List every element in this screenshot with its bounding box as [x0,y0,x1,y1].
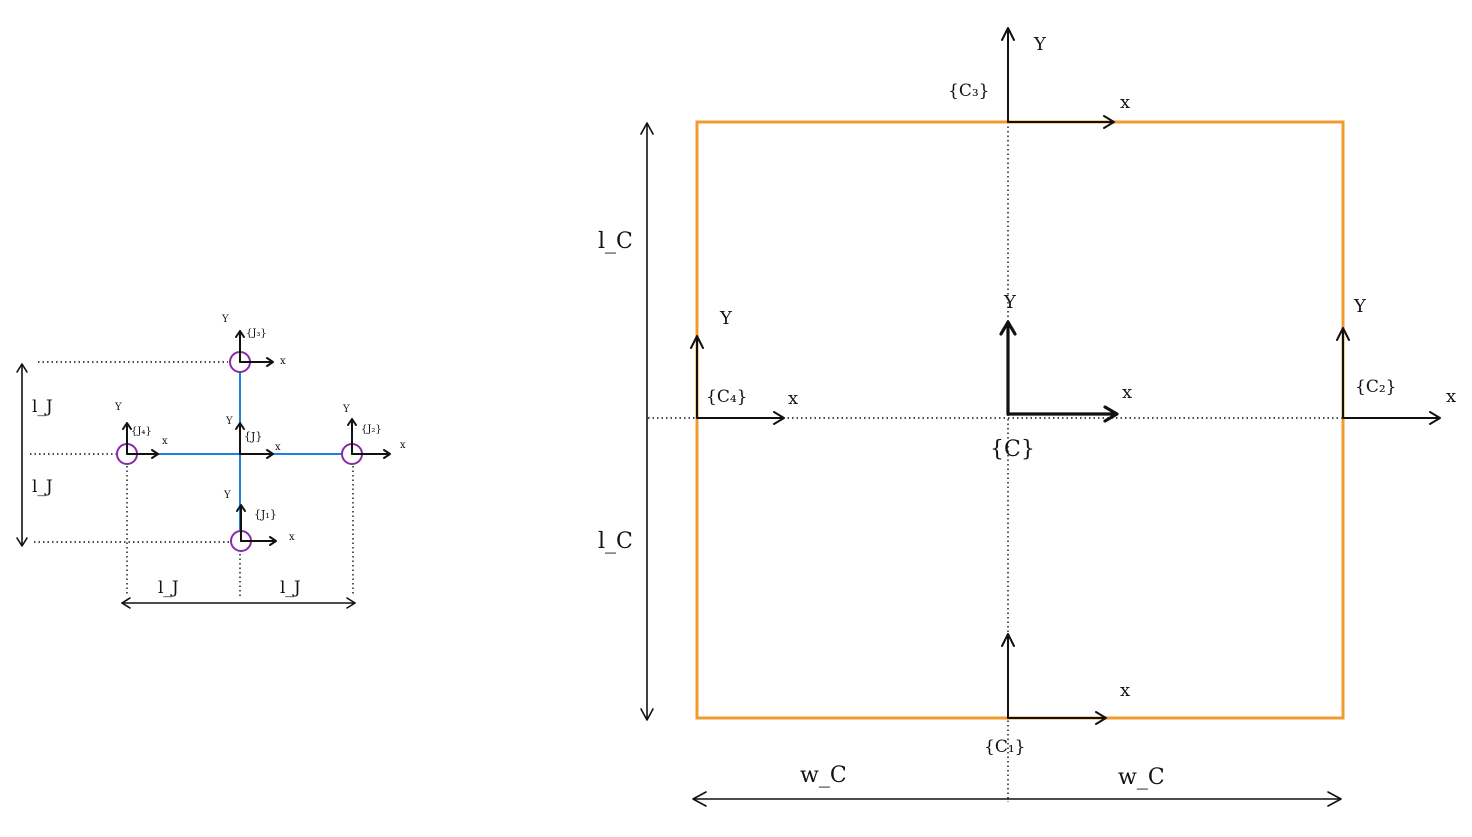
axis-x-label: x [275,442,281,453]
axis-x-label: x [1120,680,1130,701]
axis-y-label: Y [1003,292,1017,313]
frame-c3: Y x {C₃} [948,27,1130,129]
axis-x-label: x [1120,92,1130,113]
frame-c-label: {C} [990,437,1035,462]
dimension-arrow-vertical-right: l_C l_C [598,122,654,721]
axis-y-label: Y [1353,296,1367,317]
frame-c: Y x {C} [990,292,1132,462]
frame-j: Y x {J} [225,416,281,459]
axis-x-label: x [1446,386,1456,407]
frame-j-label: {J} [244,430,262,443]
dimension-lj-right: l_J [280,578,301,598]
square-frame-diagram: Y x {C} Y x {C₃} x {C₁} Y x {C₄} [598,27,1456,807]
frame-c1: x {C₁} [984,633,1130,757]
frame-c1-label: {C₁} [984,737,1025,757]
frame-j4: Y x {J₄} [114,402,168,459]
frame-j3: Y x {J₃} [221,314,286,367]
frame-c2: Y x {C₂} [1336,296,1456,425]
axis-y-label: Y [223,490,231,501]
dimension-arrow-vertical: l_J l_J [16,363,53,547]
axis-x-label: x [1122,382,1132,403]
frame-j1-label: {J₁} [254,508,277,521]
cross-joint-diagram: Y x {J} Y x {J₄} Y x {J₂} Y x {J₃} [16,314,406,609]
frame-c2-label: {C₂} [1355,377,1396,397]
frame-c4-label: {C₄} [706,387,747,407]
axis-y-label: Y [1033,34,1047,55]
dimension-lj-top: l_J [32,397,53,417]
frame-j2: Y x {J₂} [342,404,406,459]
axis-x-label: x [788,388,798,409]
frame-j4-label: {J₄} [131,426,152,437]
dimension-arrow-horizontal-right: w_C w_C [692,763,1342,807]
dimension-wc-left: w_C [800,763,847,788]
axis-y-label: Y [225,416,233,427]
dimension-lj-bottom: l_J [32,477,53,497]
frame-c4: Y x {C₄} [690,308,798,425]
axis-y-label: Y [719,308,733,329]
dimension-lc-top: l_C [598,229,633,254]
axis-x-label: x [162,436,168,447]
axis-y-label: Y [221,314,229,325]
dimension-lc-bottom: l_C [598,529,633,554]
dimension-lj-left: l_J [158,578,179,598]
dimension-wc-right: w_C [1118,765,1165,790]
axis-x-label: x [289,532,295,543]
square-outline [695,120,1345,720]
dimension-arrow-horizontal: l_J l_J [121,578,356,609]
frame-j1: Y x {J₁} [223,490,295,546]
frame-j2-label: {J₂} [361,424,382,435]
axis-x-label: x [280,356,286,367]
axis-x-label: x [400,440,406,451]
axis-y-label: Y [342,404,350,415]
frame-c3-label: {C₃} [948,81,989,101]
frame-j3-label: {J₃} [246,328,267,339]
axis-y-label: Y [114,402,122,413]
